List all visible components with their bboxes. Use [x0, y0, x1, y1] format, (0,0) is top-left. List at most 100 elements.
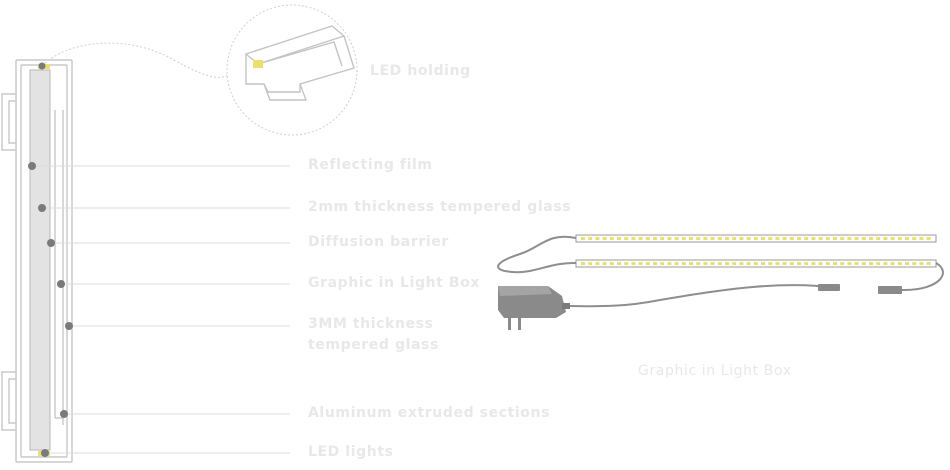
label-led-holding: LED holding — [370, 63, 471, 79]
led-chip — [840, 262, 845, 265]
led-chip — [602, 237, 607, 240]
led-chip — [912, 237, 917, 240]
led-chip — [811, 237, 816, 240]
led-chip — [919, 262, 924, 265]
marker-dot — [38, 62, 46, 70]
led-chip — [804, 262, 809, 265]
led-chip — [761, 262, 765, 265]
led-chip — [768, 262, 773, 265]
led-chip — [732, 262, 737, 265]
led-chip — [869, 262, 873, 265]
led-chip — [768, 237, 773, 240]
led-chip — [818, 237, 823, 240]
led-chip — [631, 237, 636, 240]
led-chip — [782, 262, 787, 265]
led-chip — [811, 262, 816, 265]
led-chip — [660, 262, 665, 265]
led-chip — [588, 262, 593, 265]
leader-lines — [32, 165, 290, 454]
led-strip-lower — [575, 259, 937, 268]
led-chip — [912, 262, 917, 265]
marker-dot — [41, 449, 49, 457]
led-chip — [775, 262, 780, 265]
led-chip — [905, 237, 909, 240]
callout-curve — [41, 42, 231, 78]
led-chip — [840, 237, 845, 240]
led-chip — [746, 262, 751, 265]
led-chip — [595, 262, 600, 265]
marker-dot — [47, 239, 55, 247]
led-chip — [861, 262, 866, 265]
led-chip — [595, 237, 600, 240]
led-chip — [681, 237, 686, 240]
led-chip — [797, 237, 801, 240]
led-chip — [739, 262, 744, 265]
led-chip — [717, 262, 722, 265]
led-chip — [883, 237, 888, 240]
led-chip — [897, 262, 902, 265]
label-diffusion-barrier: Diffusion barrier — [308, 234, 449, 250]
led-chip — [869, 237, 873, 240]
led-chip — [876, 262, 881, 265]
cable-connector-female — [878, 286, 902, 294]
led-chip — [581, 262, 585, 265]
led-chip — [926, 262, 931, 265]
led-chip-zoomed — [253, 60, 263, 68]
led-chip — [674, 262, 679, 265]
cable-connector-male — [818, 284, 840, 291]
led-chip — [638, 237, 643, 240]
led-chip — [710, 237, 715, 240]
led-chip — [653, 262, 657, 265]
led-chip — [645, 237, 650, 240]
led-chip — [854, 262, 859, 265]
led-chip — [854, 237, 859, 240]
led-chip — [825, 262, 830, 265]
led-chip — [804, 237, 809, 240]
led-chip — [775, 237, 780, 240]
marker-dot — [60, 410, 68, 418]
led-chip — [833, 237, 837, 240]
led-chip — [689, 262, 693, 265]
led-strip-upper — [575, 234, 937, 243]
label-reflecting-film: Reflecting film — [308, 157, 433, 173]
led-chip — [897, 237, 902, 240]
led-chip — [725, 262, 729, 265]
led-chip — [689, 237, 693, 240]
led-chip — [581, 237, 585, 240]
led-chip — [667, 262, 672, 265]
led-chip — [703, 237, 708, 240]
led-chip — [674, 237, 679, 240]
led-chip — [703, 262, 708, 265]
magnifier-circle — [226, 4, 358, 136]
led-chip — [624, 237, 629, 240]
led-chip — [876, 237, 881, 240]
led-chip — [667, 237, 672, 240]
tempered-glass-panel — [29, 69, 51, 451]
label-led-lights: LED lights — [308, 444, 394, 460]
led-chip — [660, 237, 665, 240]
led-chip — [725, 237, 729, 240]
marker-dots — [28, 62, 73, 457]
led-chip — [609, 262, 614, 265]
led-chip — [696, 237, 701, 240]
led-chip — [645, 262, 650, 265]
led-chip — [890, 262, 895, 265]
led-chip — [905, 262, 909, 265]
led-chip — [847, 237, 852, 240]
led-chip — [717, 237, 722, 240]
led-chip — [883, 262, 888, 265]
led-chip — [847, 262, 852, 265]
led-chip — [833, 262, 837, 265]
led-chip — [617, 237, 621, 240]
led-chip — [617, 262, 621, 265]
led-chip — [732, 237, 737, 240]
power-adapter — [498, 286, 570, 330]
led-chip — [638, 262, 643, 265]
led-chip — [861, 237, 866, 240]
led-chip — [746, 237, 751, 240]
marker-dot — [38, 204, 46, 212]
label-3mm-glass-line2: tempered glass — [308, 337, 439, 353]
marker-dot — [65, 322, 73, 330]
led-chip — [926, 237, 931, 240]
